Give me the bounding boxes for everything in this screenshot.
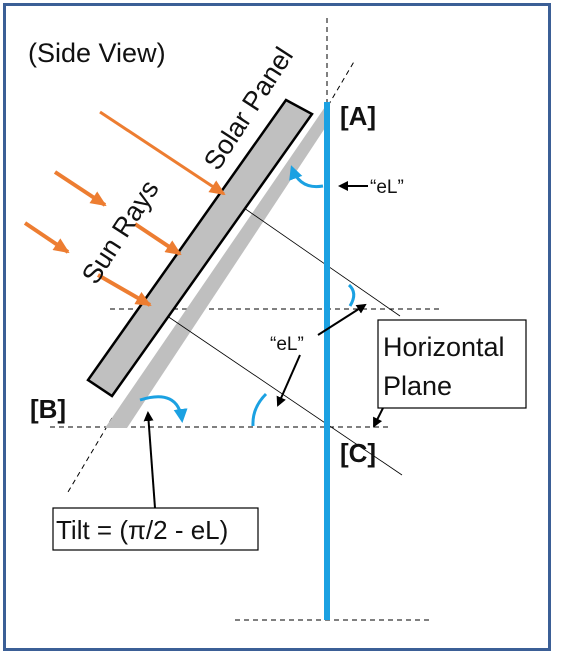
pointer-horizontal-plane bbox=[373, 405, 385, 428]
horizontal-plane-box bbox=[377, 319, 527, 409]
view-label: (Side View) bbox=[28, 38, 166, 68]
panel-plane-extension-bottom bbox=[67, 417, 113, 493]
tilt-formula: Tilt = (π/2 - eL) bbox=[56, 515, 228, 545]
angle-arc-mid bbox=[347, 283, 356, 307]
point-a-label: [A] bbox=[340, 101, 376, 131]
pointer-tilt bbox=[143, 411, 156, 509]
angle-arc-lower bbox=[251, 392, 268, 427]
solar-panel bbox=[86, 98, 314, 398]
point-c-label: [C] bbox=[340, 438, 376, 468]
ray-line-lower bbox=[147, 302, 403, 476]
sun-ray-1 bbox=[99, 110, 226, 196]
el-label-mid: “eL” bbox=[270, 334, 304, 355]
sun-ray-3 bbox=[133, 222, 182, 256]
pointer-el-mid-down bbox=[276, 354, 301, 407]
sun-ray-2 bbox=[53, 170, 107, 207]
sun-ray-5 bbox=[97, 273, 152, 307]
angle-arc-top bbox=[289, 165, 324, 189]
tilt-angle-arc bbox=[139, 395, 188, 423]
rays-label: Sun Rays bbox=[76, 175, 165, 290]
pointer-el-mid-up bbox=[317, 303, 367, 336]
el-label-top: “eL” bbox=[370, 177, 404, 198]
sun-ray-4 bbox=[23, 221, 70, 254]
panel-shadow bbox=[105, 104, 327, 428]
ray-line-upper bbox=[217, 189, 401, 317]
horizontal-plane-line1: Horizontal bbox=[383, 332, 505, 362]
horizontal-plane-line2: Plane bbox=[383, 371, 452, 401]
tilt-formula-box bbox=[52, 507, 259, 551]
point-b-label: [B] bbox=[30, 394, 66, 424]
